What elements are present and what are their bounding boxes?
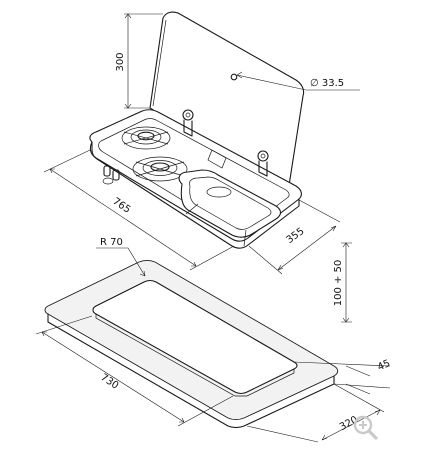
- zoom-in-icon[interactable]: [352, 414, 378, 440]
- dimension-depth: [248, 199, 341, 275]
- control-knobs: [102, 165, 120, 185]
- lid-hole: [230, 73, 238, 81]
- dimension-length: [43, 149, 235, 271]
- dimension-hole-diameter: [236, 71, 360, 91]
- lid-hinge-left: [182, 109, 194, 137]
- dimension-install-depth: [341, 242, 352, 323]
- label-install-depth: 100 + 50: [333, 260, 344, 307]
- burner-rear: [121, 126, 171, 150]
- dimension-cutout-width: [246, 383, 385, 443]
- label-length: 765: [110, 196, 132, 216]
- countertop-cutout: [44, 260, 339, 429]
- glass-lid: [149, 11, 305, 193]
- dimension-cutout-length: [35, 315, 234, 427]
- lid-hinge-right: [257, 150, 269, 177]
- dimension-radius: [96, 247, 146, 277]
- dimension-lid-height: [124, 13, 163, 109]
- burner-front: [132, 156, 188, 182]
- label-radius: R 70: [100, 237, 123, 248]
- dimension-counter-thickness: [293, 361, 391, 395]
- label-hole-diameter: ∅ 33.5: [310, 78, 344, 89]
- sink-hob-unit: [89, 109, 302, 249]
- label-lid-height: 300: [115, 52, 126, 71]
- label-counter-thickness: 45: [376, 358, 392, 373]
- sink-bowl: [178, 169, 282, 247]
- label-cutout-length: 730: [98, 372, 120, 392]
- label-depth: 355: [285, 226, 307, 246]
